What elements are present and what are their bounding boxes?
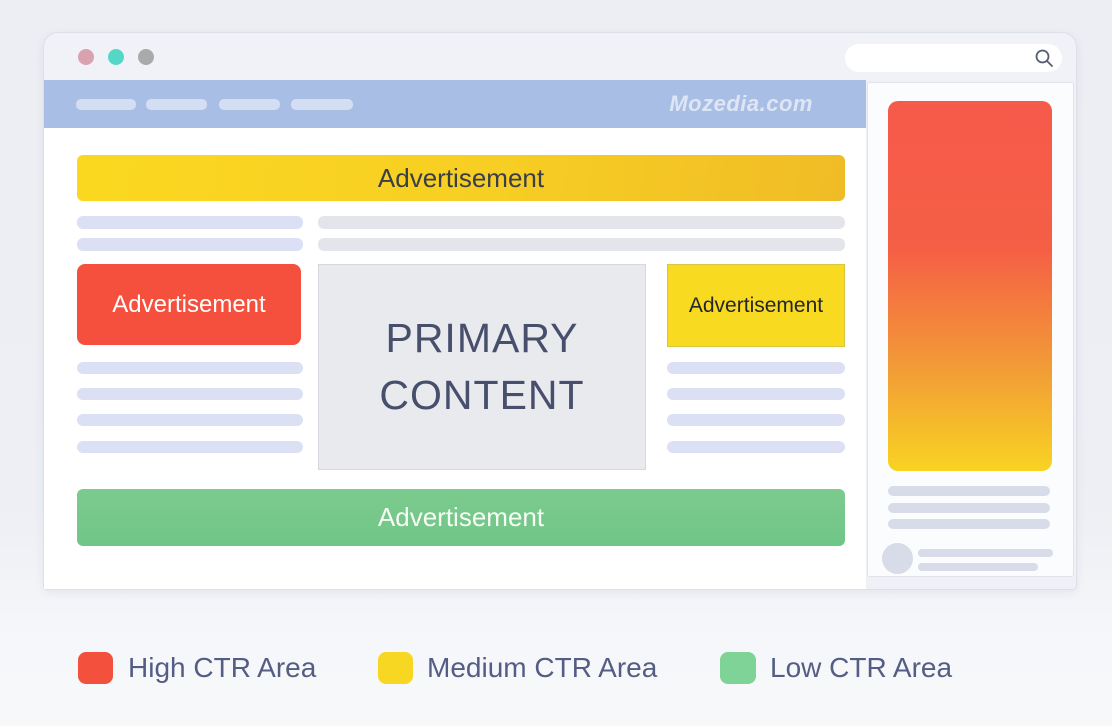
left-inline-ad[interactable]: Advertisement bbox=[77, 264, 301, 345]
text-placeholder-line bbox=[318, 216, 845, 229]
site-title: Mozedia.com bbox=[669, 91, 813, 116]
site-navbar: Mozedia.com bbox=[44, 80, 866, 128]
window-controls bbox=[78, 49, 154, 65]
sidebar-panel bbox=[867, 82, 1074, 577]
browser-titlebar bbox=[44, 33, 1076, 80]
text-placeholder-line bbox=[918, 563, 1038, 571]
legend-label-high: High CTR Area bbox=[128, 652, 317, 683]
window-close-button[interactable] bbox=[78, 49, 94, 65]
legend-swatch-medium bbox=[378, 652, 413, 684]
avatar bbox=[882, 543, 913, 574]
text-placeholder-line bbox=[667, 414, 845, 426]
search-bar[interactable] bbox=[845, 44, 1062, 72]
text-placeholder-line bbox=[318, 238, 845, 251]
right-inline-ad[interactable]: Advertisement bbox=[667, 264, 845, 347]
search-input[interactable] bbox=[857, 44, 1027, 72]
text-placeholder-line bbox=[77, 238, 303, 251]
nav-pill-1[interactable] bbox=[76, 99, 136, 110]
text-placeholder-line bbox=[667, 362, 845, 374]
window-minimize-button[interactable] bbox=[108, 49, 124, 65]
text-placeholder-line bbox=[918, 549, 1053, 557]
primary-content-area: PRIMARY CONTENT bbox=[318, 264, 646, 470]
legend-swatch-low bbox=[720, 652, 756, 684]
legend-label-low: Low CTR Area bbox=[770, 652, 953, 683]
text-placeholder-line bbox=[77, 216, 303, 229]
text-placeholder-line bbox=[888, 486, 1050, 496]
nav-pill-2[interactable] bbox=[146, 99, 207, 110]
text-placeholder-line bbox=[667, 388, 845, 400]
text-placeholder-line bbox=[77, 362, 303, 374]
browser-window: Mozedia.com Advertisement Advertisement … bbox=[44, 33, 1076, 589]
text-placeholder-line bbox=[888, 519, 1050, 529]
search-icon[interactable] bbox=[1034, 48, 1054, 68]
nav-pill-4[interactable] bbox=[291, 99, 353, 110]
bottom-banner-ad[interactable]: Advertisement bbox=[77, 489, 845, 546]
text-placeholder-line bbox=[888, 503, 1050, 513]
legend-label-medium: Medium CTR Area bbox=[427, 652, 658, 683]
text-placeholder-line bbox=[77, 388, 303, 400]
text-placeholder-line bbox=[77, 414, 303, 426]
nav-pill-3[interactable] bbox=[219, 99, 280, 110]
text-placeholder-line bbox=[667, 441, 845, 453]
sidebar-skyscraper-ad[interactable] bbox=[888, 101, 1052, 471]
legend-swatch-high bbox=[78, 652, 113, 684]
window-maximize-button[interactable] bbox=[138, 49, 154, 65]
text-placeholder-line bbox=[77, 441, 303, 453]
page-content: Advertisement Advertisement PRIMARY CONT… bbox=[44, 128, 866, 589]
top-banner-ad[interactable]: Advertisement bbox=[77, 155, 845, 201]
